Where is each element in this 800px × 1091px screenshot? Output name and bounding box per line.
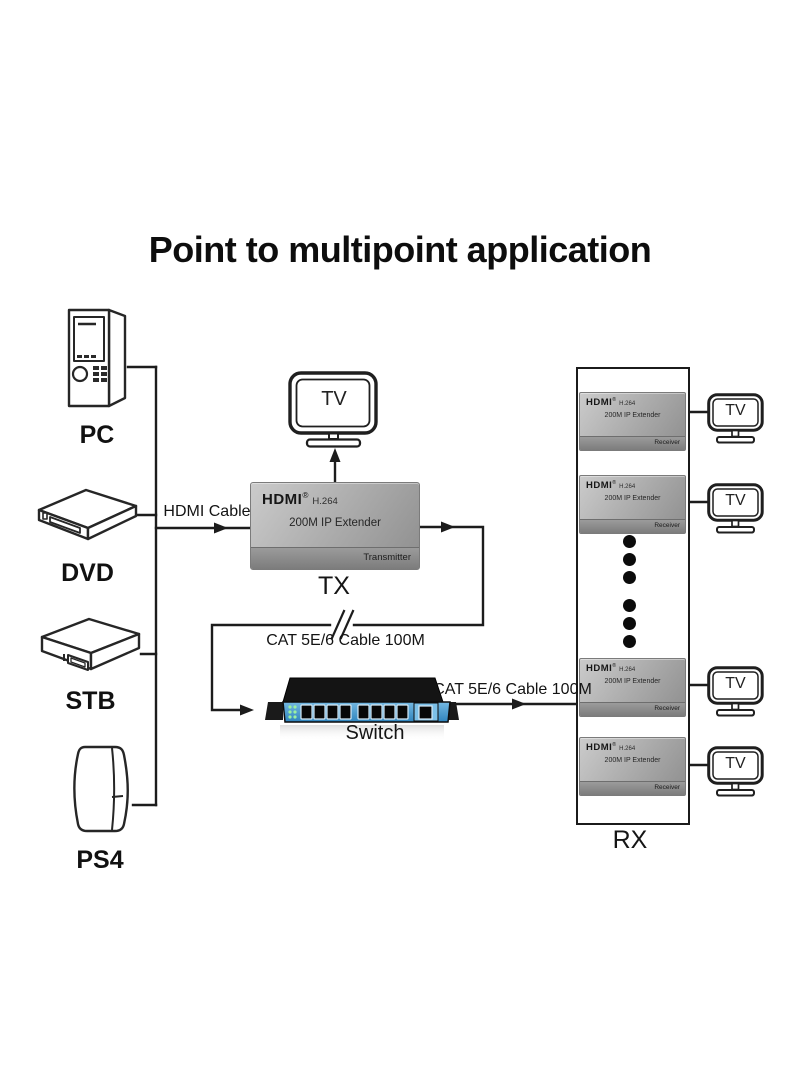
tv-icon [707, 746, 764, 797]
ellipsis-dot [623, 599, 636, 612]
tx-extender-model: 200M IP Extender [289, 517, 381, 529]
tv-receiver-4: TV [707, 746, 764, 798]
tx-label: TX [318, 572, 350, 600]
source-label-ps4: PS4 [76, 846, 124, 874]
rx-group-box: HDMI®H.264 200M IP Extender Receiver HDM… [576, 367, 690, 825]
switch-reflection [280, 725, 444, 741]
tv-main: TV [288, 371, 380, 449]
registered-mark: ® [612, 480, 617, 486]
cat-cable-label-switch-rx: CAT 5E/6 Cable 100M [433, 681, 592, 698]
source-label-stb: STB [65, 687, 116, 715]
uplink-port [418, 705, 433, 720]
source-ps4: PS4 [60, 741, 140, 875]
tv-icon [707, 666, 764, 717]
rx-extender-4: HDMI®H.264 200M IP Extender Receiver [579, 737, 686, 796]
source-pc: PC [52, 306, 142, 450]
tv-receiver-1: TV [707, 393, 764, 445]
ellipsis-dot [623, 535, 636, 548]
switch-ports [300, 704, 409, 720]
tv-icon [707, 483, 764, 534]
hdmi-logo: HDMI [586, 397, 613, 409]
hdmi-logo: HDMI [586, 663, 613, 675]
hdmi-cable-label: HDMI Cable [163, 503, 251, 520]
ellipsis-dot [623, 635, 636, 648]
tv-receiver-3: TV [707, 666, 764, 718]
ellipsis-dot [623, 617, 636, 630]
tv-main-label: TV [321, 388, 347, 410]
ps4-icon [73, 745, 129, 833]
source-label-pc: PC [79, 421, 115, 449]
tv-icon [707, 393, 764, 444]
network-switch [262, 668, 462, 744]
tv-receiver-2: TV [707, 483, 764, 535]
registered-mark: ® [612, 742, 617, 748]
source-stb: STB [33, 617, 148, 716]
rx-extender-2: HDMI®H.264 200M IP Extender Receiver [579, 475, 686, 534]
switch-label: Switch [345, 722, 405, 744]
rx-extender-3: HDMI®H.264 200M IP Extender Receiver [579, 658, 686, 717]
switch-leds [288, 705, 297, 719]
pc-icon [67, 308, 127, 408]
tx-extender-role: Transmitter [251, 547, 419, 569]
stb-icon [40, 617, 141, 671]
rx-label: RX [612, 826, 648, 854]
tv-icon [288, 371, 378, 448]
hdmi-logo: HDMI [586, 742, 613, 754]
ellipsis-dot [623, 571, 636, 584]
cat-cable-label-tx-switch: CAT 5E/6 Cable 100M [266, 632, 425, 649]
diagram-title: Point to multipoint application [148, 229, 652, 270]
registered-mark: ® [612, 397, 617, 403]
tx-extender-header: HDMI®H.264 [262, 491, 338, 508]
source-label-dvd: DVD [61, 559, 114, 587]
source-dvd: DVD [30, 487, 145, 588]
tx-extender: HDMI®H.264 200M IP Extender Transmitter [250, 482, 420, 570]
hdmi-logo: HDMI [262, 491, 303, 508]
registered-mark: ® [612, 663, 617, 669]
switch-ear-left [265, 702, 283, 720]
arrowheads [214, 448, 526, 716]
registered-mark: ® [302, 491, 309, 500]
dvd-icon [37, 488, 138, 541]
ellipsis-dot [623, 553, 636, 566]
switch-icon [265, 677, 459, 741]
hdmi-logo: HDMI [586, 480, 613, 492]
rx-extender-1: HDMI®H.264 200M IP Extender Receiver [579, 392, 686, 451]
